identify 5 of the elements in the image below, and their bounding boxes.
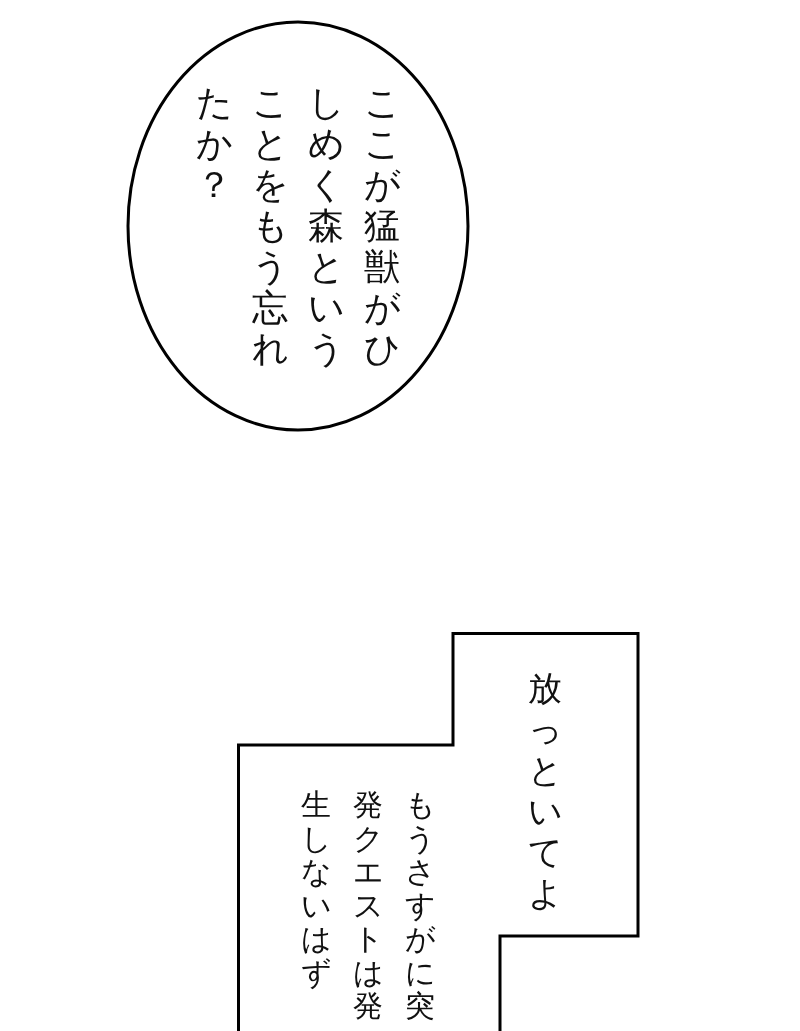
speech-text: 放っといてよ	[526, 668, 564, 915]
speech-text: もうさすがに突発クエストは発生しないはず	[299, 788, 437, 1025]
narration-box	[237, 632, 640, 1031]
speech-text: ここが猛獣がひしめく森ということをもう忘れたか？	[194, 82, 402, 371]
speech-bubble	[126, 20, 470, 432]
